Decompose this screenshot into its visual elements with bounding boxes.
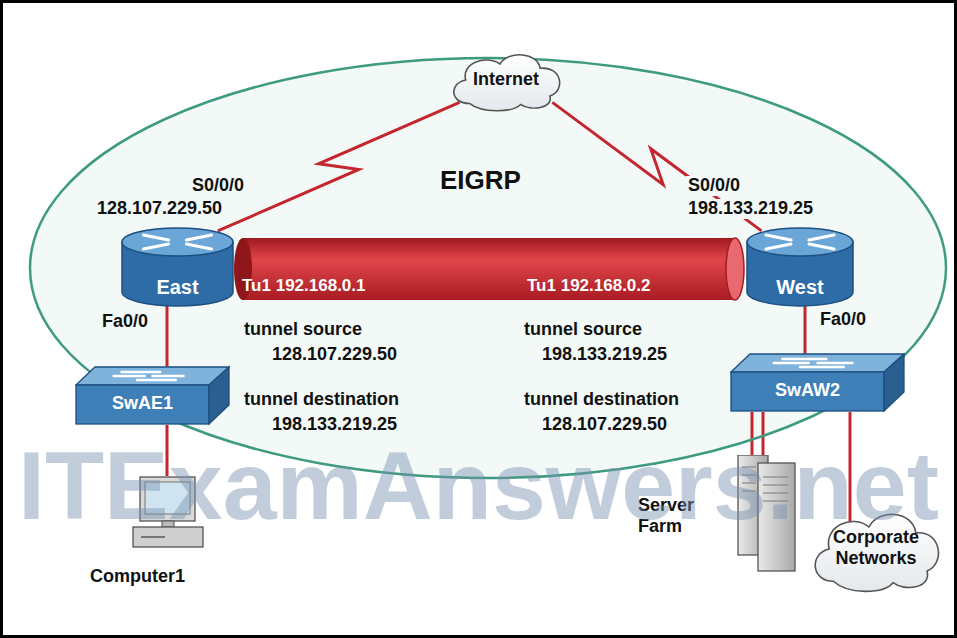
interface-label: 128.107.229.50 bbox=[95, 199, 224, 219]
switch-icon: SwAW2 bbox=[730, 352, 905, 412]
interface-label: tunnel source bbox=[242, 320, 364, 340]
interface-label: 128.107.229.50 bbox=[270, 345, 399, 365]
interface-label: tunnel destination bbox=[522, 390, 681, 410]
interface-label: S0/0/0 bbox=[190, 176, 246, 196]
router-icon: East bbox=[120, 226, 235, 308]
node-label: Computer1 bbox=[90, 566, 215, 587]
node-label: SwAW2 bbox=[730, 380, 885, 401]
interface-label: 198.133.219.25 bbox=[270, 415, 399, 435]
interface-label: Fa0/0 bbox=[818, 310, 868, 330]
node-label: SwAE1 bbox=[75, 393, 210, 414]
node-label: East bbox=[120, 276, 235, 299]
node-label: EIGRP bbox=[440, 166, 521, 196]
internet-cloud: Internet bbox=[445, 48, 567, 112]
serial-link bbox=[218, 102, 460, 231]
router-icon: West bbox=[745, 226, 855, 308]
region-fill bbox=[30, 58, 946, 478]
interface-label: S0/0/0 bbox=[686, 176, 742, 196]
node-label: Tu1 192.168.0.1 bbox=[242, 276, 366, 296]
routing-domain: EIGRPInternetEastTu1 192.168.0.1Tu1 192.… bbox=[28, 56, 948, 480]
interface-label: 128.107.229.50 bbox=[540, 415, 669, 435]
interface-label: 198.133.219.25 bbox=[686, 199, 815, 219]
interface-label: tunnel source bbox=[522, 320, 644, 340]
switch-icon: SwAE1 bbox=[75, 365, 230, 425]
ethernet-link bbox=[804, 306, 807, 354]
gre-tunnel: Tu1 192.168.0.1 Tu1 192.168.0.2 bbox=[232, 236, 745, 302]
interface-label: tunnel destination bbox=[242, 390, 401, 410]
node-label: West bbox=[745, 276, 855, 299]
watermark: ITExamAnswers.net bbox=[18, 438, 939, 535]
interface-label: 198.133.219.25 bbox=[540, 345, 669, 365]
node-label: Internet bbox=[445, 69, 567, 90]
interface-label: Fa0/0 bbox=[100, 312, 150, 332]
ethernet-link bbox=[166, 306, 169, 367]
node-label: Tu1 192.168.0.2 bbox=[527, 276, 651, 296]
